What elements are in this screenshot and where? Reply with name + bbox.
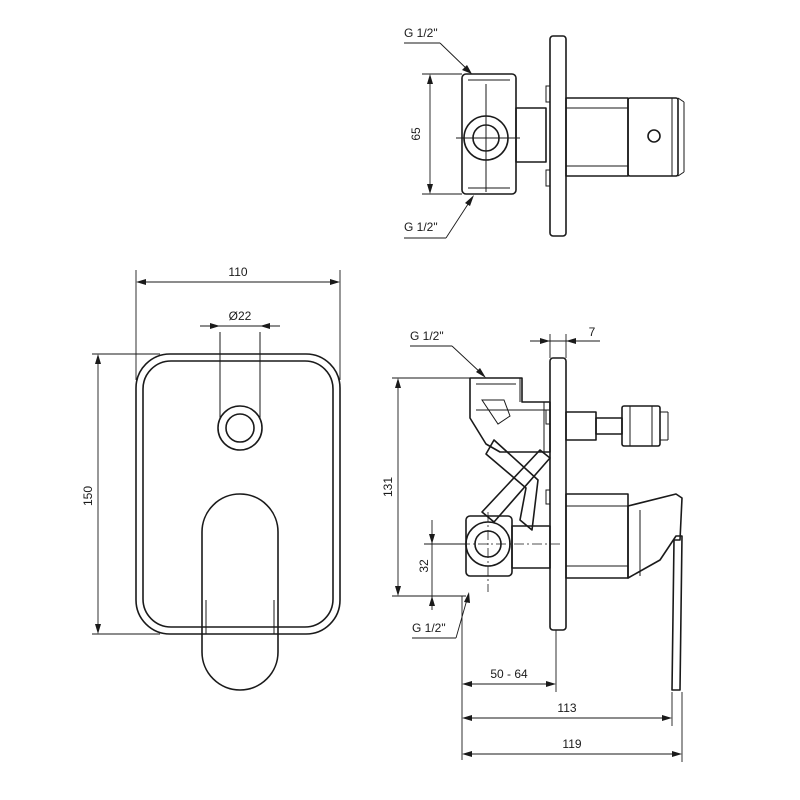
label-g12-top-lower: G 1/2" — [404, 220, 438, 234]
side-upper-inlet — [469, 377, 551, 453]
label-50-64: 50 - 64 — [490, 667, 528, 681]
label-110: 110 — [228, 265, 247, 279]
side-cartridge — [565, 493, 629, 579]
leader-top-upper — [404, 42, 472, 74]
side-lever — [627, 493, 683, 691]
label-g12-side-lower: G 1/2" — [412, 621, 446, 635]
dim-front-22 — [200, 323, 280, 329]
leader-side-upper — [410, 345, 486, 378]
dim-side-119 — [462, 692, 683, 762]
top-wall-plate — [549, 35, 567, 237]
front-view — [135, 332, 341, 691]
label-119: 119 — [562, 737, 581, 751]
dim-side-131 — [392, 377, 470, 597]
side-view — [460, 357, 683, 691]
top-cartridge — [565, 97, 629, 177]
front-cover-plate — [135, 353, 341, 635]
dim-front-150 — [92, 353, 160, 635]
label-7: 7 — [589, 325, 596, 339]
label-g12-top-upper: G 1/2" — [404, 26, 438, 40]
top-view — [456, 35, 685, 237]
dim-side-7 — [530, 334, 600, 358]
label-32: 32 — [417, 559, 431, 573]
dim-front-110 — [135, 270, 341, 380]
label-g12-side-upper: G 1/2" — [410, 329, 444, 343]
label-113: 113 — [557, 701, 576, 715]
label-150: 150 — [81, 486, 95, 506]
front-diverter-knob — [217, 405, 263, 451]
side-diverter-stem — [565, 411, 597, 441]
dim-side-50-64 — [462, 630, 557, 692]
dim-top-65 — [422, 73, 462, 195]
label-d22: Ø22 — [229, 309, 252, 323]
front-lever-handle — [201, 493, 279, 691]
side-cross-pipe-b — [481, 449, 551, 523]
leader-top-lower — [404, 195, 474, 239]
side-lower-block — [465, 515, 513, 577]
dim-side-32 — [424, 520, 466, 610]
side-cross-pipe-a — [485, 439, 539, 531]
label-131: 131 — [381, 477, 395, 497]
label-65: 65 — [409, 127, 423, 141]
side-wall-plate — [549, 357, 567, 631]
dim-side-113 — [462, 692, 673, 726]
